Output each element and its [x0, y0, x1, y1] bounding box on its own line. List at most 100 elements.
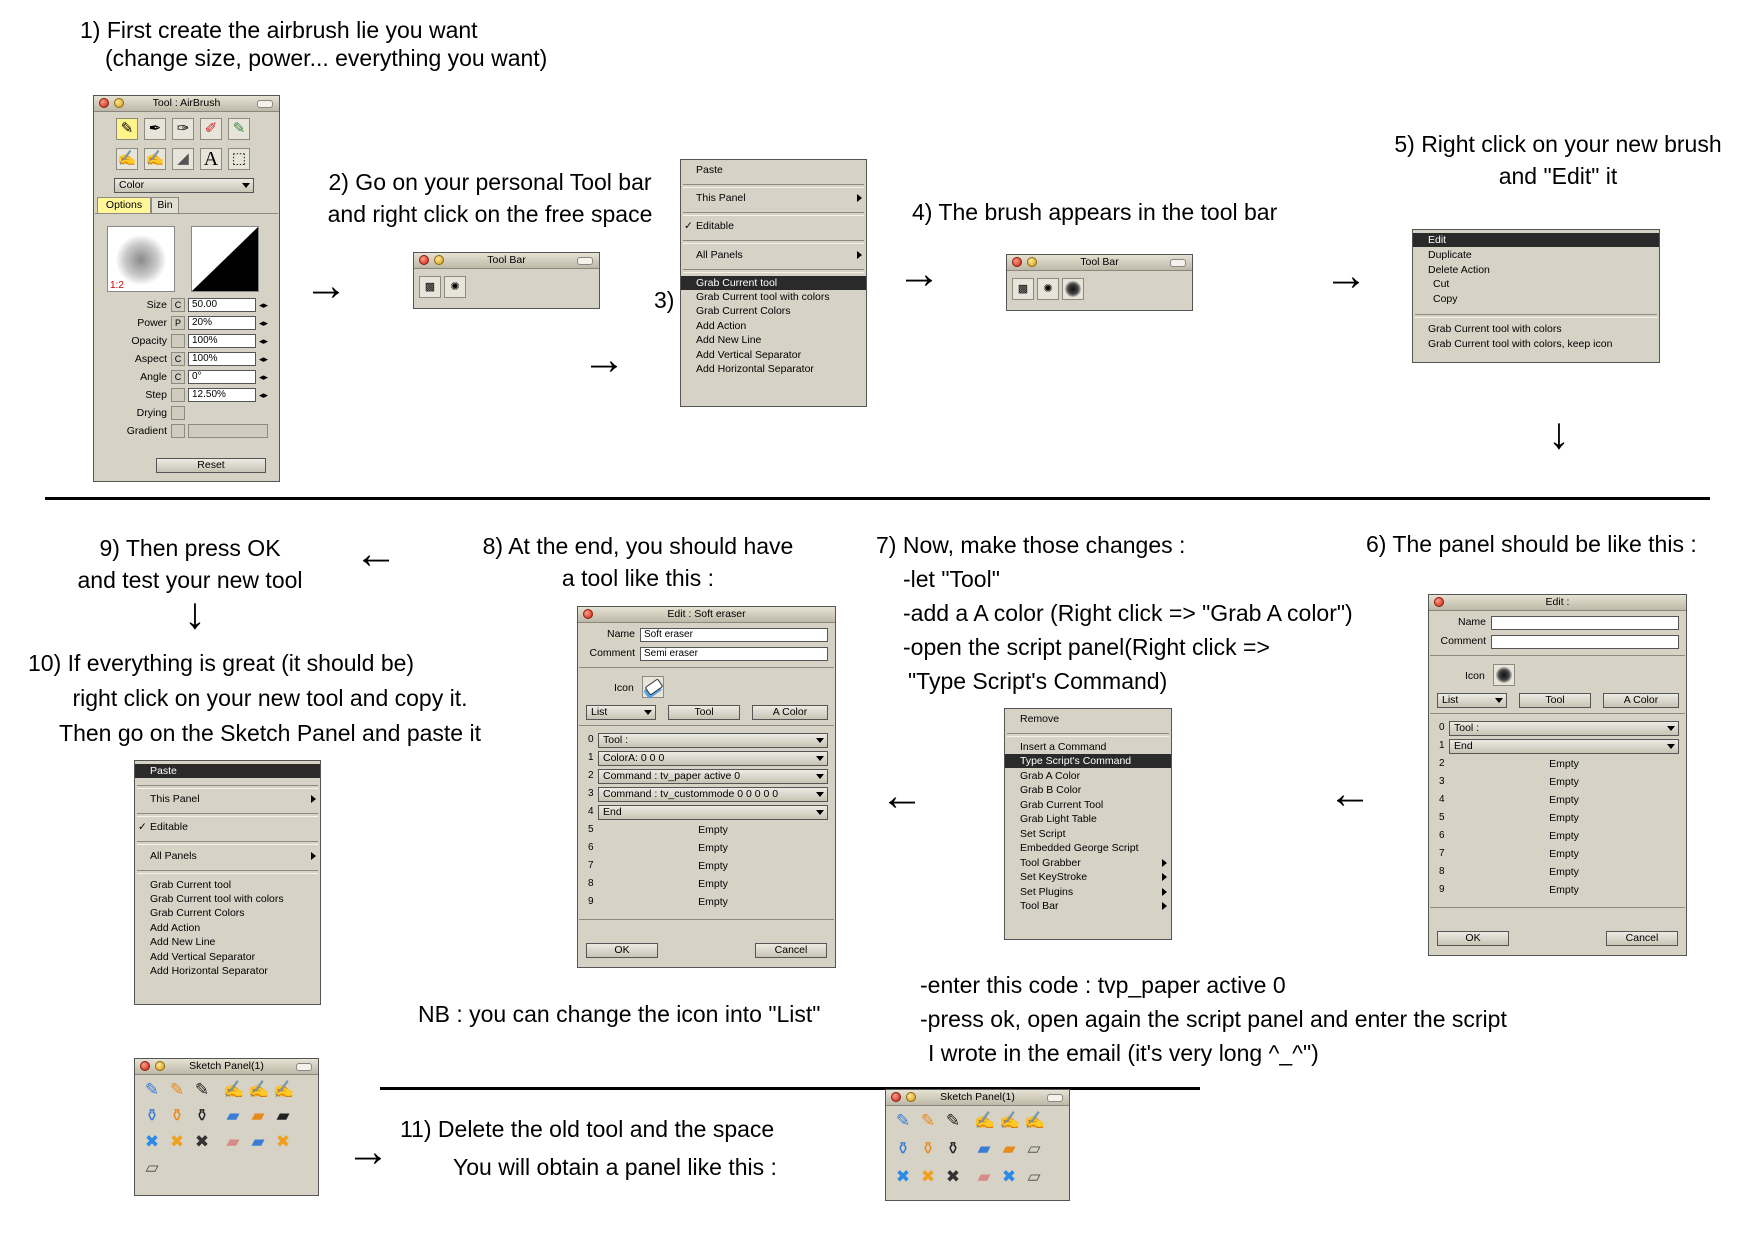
menu-item-grab-current-tool[interactable]: Grab Current tool: [135, 878, 320, 892]
menu-item-add-horizontal-separator[interactable]: Add Horizontal Separator: [135, 964, 320, 978]
minimize-button-icon[interactable]: [155, 1061, 165, 1071]
cancel-button[interactable]: Cancel: [755, 943, 827, 958]
menu-item-remove[interactable]: Remove: [1005, 712, 1171, 726]
param-value-step[interactable]: 12.50%: [188, 388, 256, 402]
param-spinner-icon[interactable]: ◂▸: [259, 336, 269, 346]
close-button-icon[interactable]: [140, 1061, 150, 1071]
collapse-pill-icon[interactable]: [1170, 259, 1186, 267]
orange-pencil-icon[interactable]: ✎: [169, 1080, 185, 1099]
pink-eraser-icon[interactable]: ▰: [977, 1167, 991, 1186]
param-spinner-icon[interactable]: ◂▸: [259, 354, 269, 364]
menu-item-this-panel[interactable]: This Panel: [135, 792, 320, 806]
param-value-power[interactable]: 20%: [188, 316, 256, 330]
param-value-angle[interactable]: 0°: [188, 370, 256, 384]
menu-item-grab-current-tool-with-colors[interactable]: Grab Current tool with colors: [1413, 322, 1659, 336]
sketch-panel-titlebar[interactable]: Sketch Panel(1): [886, 1090, 1069, 1106]
name-input[interactable]: Soft eraser: [640, 628, 828, 642]
blue-eraser-icon[interactable]: ▰: [251, 1132, 265, 1151]
row-command-select[interactable]: ColorA: 0 0 0: [598, 751, 828, 766]
blue-pencil-icon[interactable]: ✎: [144, 1080, 160, 1099]
blue-brush-icon[interactable]: ✍: [223, 1080, 245, 1099]
menu-item-all-panels[interactable]: All Panels: [681, 248, 866, 262]
menu-item-grab-current-tool[interactable]: Grab Current tool: [681, 276, 866, 290]
a-color-button[interactable]: A Color: [1603, 693, 1679, 708]
black-ink-icon[interactable]: ⚱: [945, 1139, 961, 1158]
tool-button[interactable]: Tool: [668, 705, 740, 720]
black-ink-icon[interactable]: ⚱: [194, 1106, 210, 1125]
close-button-icon[interactable]: [891, 1092, 901, 1102]
param-flag-size[interactable]: C: [171, 298, 185, 312]
blue-eraser-icon[interactable]: ▰: [977, 1139, 991, 1158]
menu-item-editable[interactable]: ✓Editable: [681, 219, 866, 233]
param-flag-opacity[interactable]: [171, 334, 185, 348]
black-eraser-icon[interactable]: ▰: [276, 1106, 290, 1125]
row-command-select[interactable]: End: [598, 805, 828, 820]
orange-eraser-icon[interactable]: ▰: [1002, 1139, 1016, 1158]
edit-panel-titlebar[interactable]: Edit : Soft eraser: [578, 607, 835, 623]
grain-tool-icon[interactable]: ▩: [1012, 278, 1034, 300]
orange-eraser-icon[interactable]: ▰: [251, 1106, 265, 1125]
orange-pencil-icon[interactable]: ✎: [920, 1111, 936, 1130]
felt-pen-tool-icon[interactable]: ✎: [228, 118, 250, 140]
param-flag-gradient[interactable]: [171, 424, 185, 438]
param-flag-power[interactable]: P: [171, 316, 185, 330]
menu-item-set-keystroke[interactable]: Set KeyStroke: [1005, 870, 1171, 884]
new-airbrush-tool-icon[interactable]: [1062, 278, 1084, 300]
comment-input[interactable]: [1491, 635, 1679, 649]
menu-item-duplicate[interactable]: Duplicate: [1413, 248, 1659, 262]
airbrush-tool-icon[interactable]: ✑: [172, 118, 194, 140]
param-spinner-icon[interactable]: ◂▸: [259, 390, 269, 400]
menu-item-this-panel[interactable]: This Panel: [681, 191, 866, 205]
menu-item-edit[interactable]: Edit: [1413, 233, 1659, 247]
black-brush-icon[interactable]: ✍: [1024, 1111, 1046, 1130]
blue-ink-icon[interactable]: ⚱: [144, 1106, 160, 1125]
orange-ink-icon[interactable]: ⚱: [920, 1139, 936, 1158]
menu-item-add-vertical-separator[interactable]: Add Vertical Separator: [681, 348, 866, 362]
options-tab[interactable]: Options: [97, 197, 151, 214]
tool-bar-titlebar[interactable]: Tool Bar: [1007, 255, 1192, 271]
icon-mode-select[interactable]: List: [586, 705, 656, 720]
black-pencil-icon[interactable]: ✎: [194, 1080, 210, 1099]
menu-item-grab-current-tool-with-colors[interactable]: Grab Current tool with colors: [135, 892, 320, 906]
close-button-icon[interactable]: [99, 98, 109, 108]
reset-button[interactable]: Reset: [156, 458, 266, 473]
orange-brush-icon[interactable]: ✍: [999, 1111, 1021, 1130]
close-button-icon[interactable]: [419, 255, 429, 265]
color-mode-select[interactable]: Color: [114, 178, 254, 193]
close-button-icon[interactable]: [1012, 257, 1022, 267]
menu-item-type-script-s-command[interactable]: Type Script's Command: [1005, 754, 1171, 768]
brush-tool-icon[interactable]: ✍: [116, 148, 138, 170]
menu-item-cut[interactable]: Cut: [1413, 277, 1659, 291]
menu-item-add-horizontal-separator[interactable]: Add Horizontal Separator: [681, 362, 866, 376]
white-eraser-icon[interactable]: ▱: [1027, 1139, 1041, 1158]
menu-item-grab-light-table[interactable]: Grab Light Table: [1005, 812, 1171, 826]
marker-tool-icon[interactable]: ✐: [200, 118, 222, 140]
param-spinner-icon[interactable]: ◂▸: [259, 372, 269, 382]
cancel-button[interactable]: Cancel: [1606, 931, 1678, 946]
selection-tool-icon[interactable]: ⬚: [228, 148, 250, 170]
a-color-button[interactable]: A Color: [752, 705, 828, 720]
orange-brush-icon[interactable]: ✍: [248, 1080, 270, 1099]
comment-input[interactable]: Semi eraser: [640, 647, 828, 661]
black-cross-icon[interactable]: ✖: [194, 1132, 210, 1151]
menu-item-grab-current-tool-with-colors[interactable]: Grab Current tool with colors: [681, 290, 866, 304]
row-command-select[interactable]: End: [1449, 739, 1679, 754]
name-input[interactable]: [1491, 616, 1679, 630]
black-cross-icon[interactable]: ✖: [945, 1167, 961, 1186]
orange-cross-icon[interactable]: ✖: [275, 1132, 291, 1151]
menu-item-tool-bar[interactable]: Tool Bar: [1005, 899, 1171, 913]
param-value-aspect[interactable]: 100%: [188, 352, 256, 366]
menu-item-tool-grabber[interactable]: Tool Grabber: [1005, 856, 1171, 870]
pencil-tool-icon[interactable]: ✎: [116, 118, 138, 140]
collapse-pill-icon[interactable]: [257, 100, 273, 108]
